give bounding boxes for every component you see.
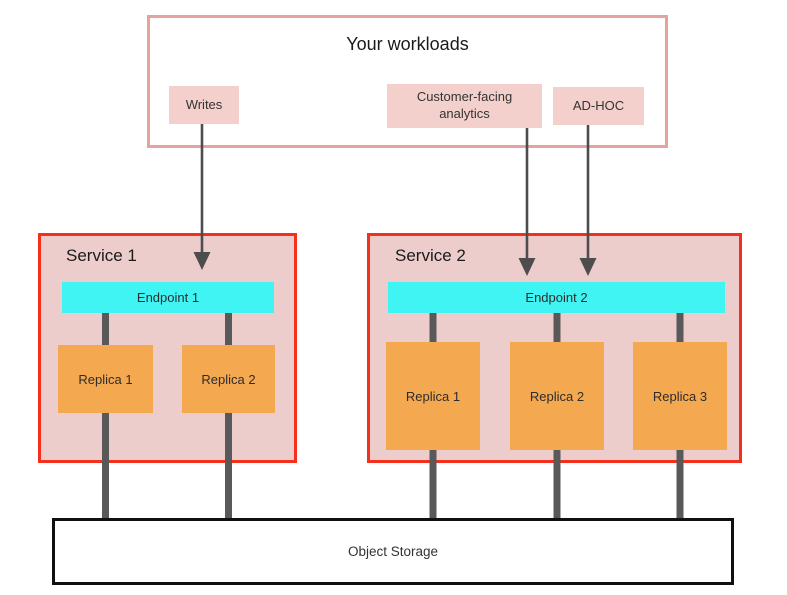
arrowhead-icon	[193, 252, 211, 270]
service-1-replica-1: Replica 1	[58, 345, 153, 413]
object-storage-label: Object Storage	[347, 544, 439, 559]
chip-writes: Writes	[169, 86, 239, 124]
service-1-label: Service 1	[66, 246, 137, 265]
workloads-title: Your workloads	[346, 34, 469, 54]
service-2-replica-3: Replica 3	[633, 342, 727, 450]
endpoint-2-bar: Endpoint 2	[388, 282, 725, 313]
chip-customer-facing-analytics: Customer-facing analytics	[387, 84, 542, 128]
chip-adhoc: AD-HOC	[553, 87, 644, 125]
arrow-adhoc-to-endpoint2	[579, 125, 597, 276]
object-storage-box: Object Storage	[52, 518, 734, 585]
service-1-replica-2: Replica 2	[182, 345, 275, 413]
arrow-analytics-to-endpoint2	[518, 128, 536, 276]
arrowhead-icon	[518, 258, 536, 276]
arrowhead-icon	[579, 258, 597, 276]
service-2-label: Service 2	[395, 246, 466, 265]
arrow-writes-to-endpoint1	[193, 124, 211, 270]
service-2-replica-1: Replica 1	[386, 342, 480, 450]
workloads-box: Your workloads Writes Customer-facing an…	[147, 15, 668, 148]
service-2-replica-2: Replica 2	[510, 342, 604, 450]
endpoint-1-bar: Endpoint 1	[62, 282, 274, 313]
